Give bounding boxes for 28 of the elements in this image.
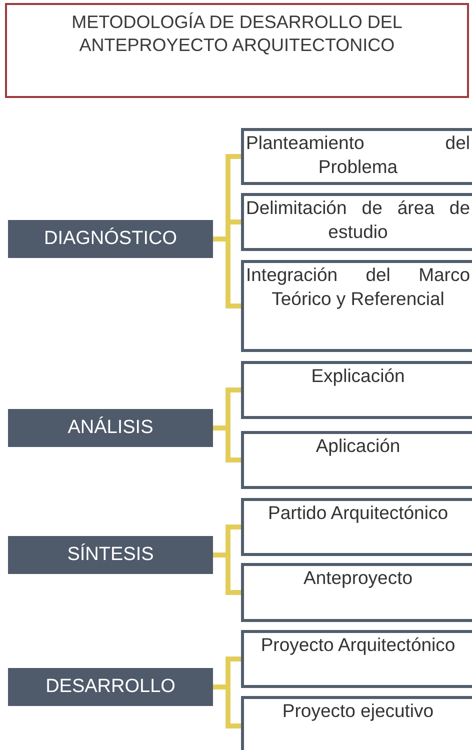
node-text: DESARROLLO	[46, 676, 176, 698]
title-box	[5, 3, 469, 98]
node-text: Integración del Marco Teórico y Referencial	[246, 263, 470, 311]
node-text: DIAGNÓSTICO	[44, 228, 177, 250]
node-text: Planteamiento del Problema	[246, 131, 470, 179]
node-text: Aplicación	[314, 434, 402, 458]
node-text: Proyecto ejecutivo	[281, 699, 435, 723]
step-box	[241, 630, 472, 688]
step-box	[241, 498, 472, 556]
node-text: METODOLOGÍA DE DESARROLLO DEL ANTEPROYECTO ARQUITECTONICO	[70, 11, 404, 57]
node-text: Anteproyecto	[302, 566, 414, 590]
step-box	[241, 696, 472, 750]
node-text: Proyecto Arquitectónico	[260, 633, 456, 657]
step-box	[241, 260, 472, 352]
phase-box	[8, 536, 213, 574]
node-text: SÍNTESIS	[67, 544, 154, 566]
step-box	[241, 361, 472, 419]
phase-box	[8, 409, 213, 447]
node-text: Explicación	[310, 364, 406, 388]
step-box	[241, 563, 472, 622]
node-text: Partido Arquitectónico	[267, 501, 449, 525]
step-box	[241, 128, 472, 185]
step-box	[241, 193, 472, 251]
node-text: Delimitación de área de estudio	[246, 196, 470, 244]
node-text: ANÁLISIS	[68, 417, 154, 439]
phase-box	[8, 220, 213, 258]
phase-box	[8, 668, 213, 706]
step-box	[241, 431, 472, 489]
